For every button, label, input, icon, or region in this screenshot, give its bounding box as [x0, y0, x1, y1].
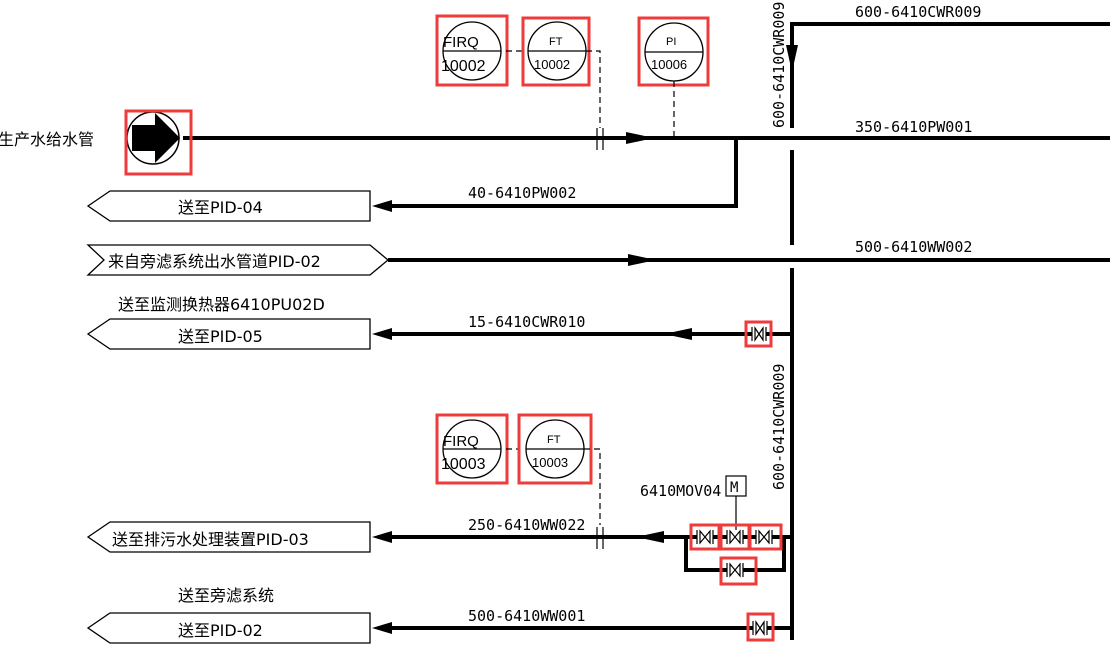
flow-arrow-ww002 — [628, 254, 656, 266]
pipe-label-pw002: 40-6410PW002 — [468, 184, 576, 202]
ft1-tag: FT — [549, 36, 563, 48]
valve-cwr010[interactable] — [744, 320, 773, 348]
pi-number: 10006 — [651, 57, 687, 72]
highlight-ft2 — [517, 413, 593, 485]
hx-note: 送至监测换热器6410PU02D — [118, 295, 325, 314]
highlight-valve-ww001 — [746, 612, 775, 642]
valve-isolation-left[interactable] — [689, 523, 721, 551]
offpage-to-pid04[interactable]: 送至PID-04 — [86, 190, 371, 222]
inlet-connector[interactable] — [124, 109, 193, 176]
firq1-tag: FIRQ — [443, 34, 479, 51]
valve-ww001[interactable] — [746, 612, 775, 642]
signal-line-ft2 — [584, 448, 601, 525]
ft2-number: 10003 — [532, 455, 568, 470]
flow-arrow-ww022-end — [372, 531, 392, 543]
label-to-pid02: 送至PID-02 — [178, 621, 263, 640]
motor-actuator[interactable]: M — [725, 475, 747, 497]
pipe-label-cwr009-top: 600-6410CWR009 — [855, 3, 981, 21]
valve-mov04[interactable] — [719, 523, 751, 551]
highlight-valve-right — [748, 523, 783, 551]
pipe-label-ww002: 500-6410WW002 — [855, 238, 972, 256]
label-to-pid03: 送至排污水处理装置PID-03 — [112, 530, 309, 549]
highlight-valve-left — [689, 523, 721, 551]
label-to-pid04: 送至PID-04 — [178, 198, 263, 217]
flow-arrow-cwr010-end — [372, 328, 392, 340]
ft1-number: 10002 — [534, 57, 570, 72]
offpage-to-pid03[interactable]: 送至排污水处理装置PID-03 — [86, 521, 371, 553]
offpage-from-pid02[interactable]: 来自旁滤系统出水管道PID-02 — [86, 244, 390, 276]
instrument-firq-10003[interactable]: FIRQ 10003 — [435, 413, 509, 485]
sidefilter-note: 送至旁滤系统 — [178, 586, 274, 605]
label-from-pid02: 来自旁滤系统出水管道PID-02 — [108, 252, 321, 271]
flow-arrow-pw001 — [626, 132, 654, 144]
highlight-inlet — [124, 109, 193, 176]
valve-bypass[interactable] — [719, 556, 758, 586]
pipe-label-cwr009-vertical-top: 600-6410CWR009 — [770, 2, 788, 128]
pipe-label-pw001: 350-6410PW001 — [855, 118, 972, 136]
pipe-label-ww001: 500-6410WW001 — [468, 607, 585, 625]
offpage-to-pid02[interactable]: 送至PID-02 — [86, 612, 371, 644]
signal-line-ft1 — [586, 50, 601, 128]
flow-arrow-down — [786, 45, 798, 72]
flow-arrow-pw002 — [372, 200, 392, 212]
instrument-ft-10002[interactable]: FT 10002 — [521, 16, 591, 87]
motor-label: M — [730, 480, 738, 496]
instrument-pi-10006[interactable]: PI 10006 — [637, 16, 710, 87]
offpage-to-pid05[interactable]: 送至PID-05 — [86, 318, 371, 350]
pipe-label-cwr009-vertical-bottom: 600-6410CWR009 — [770, 364, 788, 490]
flow-arrow-ww022 — [636, 531, 664, 543]
highlight-valve-cwr010 — [744, 320, 773, 348]
firq2-number: 10003 — [441, 456, 486, 473]
flow-arrow-ww001 — [372, 622, 392, 634]
instrument-firq-10002[interactable]: FIRQ 10002 — [435, 14, 509, 87]
firq2-tag: FIRQ — [443, 433, 479, 450]
valve-isolation-right[interactable] — [748, 523, 783, 551]
instrument-ft-10003[interactable]: FT 10003 — [517, 413, 593, 485]
ft2-tag: FT — [547, 434, 561, 446]
pipe-pw002[interactable] — [378, 138, 738, 208]
firq1-number: 10002 — [441, 58, 486, 75]
pipe-label-ww022: 250-6410WW022 — [468, 516, 585, 534]
pipe-label-cwr010: 15-6410CWR010 — [468, 313, 585, 331]
highlight-valve-bypass — [719, 556, 758, 586]
label-to-pid05: 送至PID-05 — [178, 327, 263, 346]
pi-tag: PI — [666, 36, 676, 48]
mov-label: 6410MOV04 — [640, 482, 721, 500]
flow-arrow-cwr010 — [664, 328, 692, 340]
inlet-label: 生产水给水管 — [0, 130, 94, 149]
